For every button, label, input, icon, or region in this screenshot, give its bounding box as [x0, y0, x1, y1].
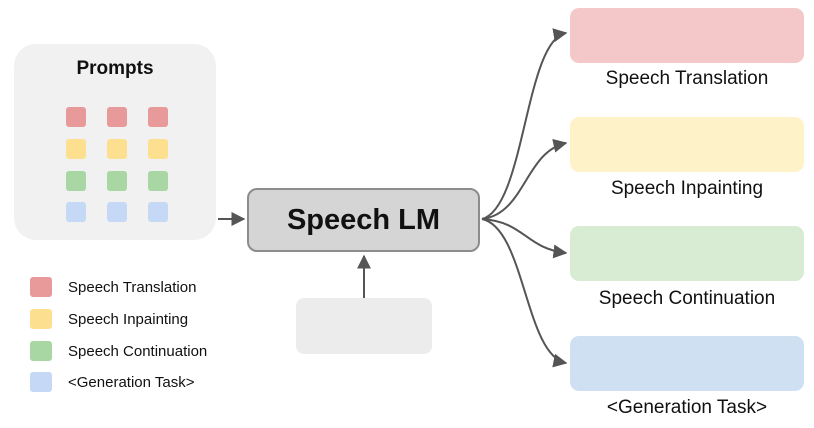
arrow-lm-to-inpainting — [481, 138, 568, 220]
prompt-square-generation-2 — [107, 202, 127, 222]
legend-label-inpainting: Speech Inpainting — [68, 311, 189, 328]
prompt-square-inpainting-1 — [66, 139, 86, 159]
prompts-title: Prompts — [76, 58, 154, 79]
arrow-lm-to-continuation — [481, 218, 568, 259]
legend-label-generation: <Generation Task> — [68, 374, 195, 391]
prompt-square-continuation-3 — [148, 171, 168, 191]
prompt-square-translation-1 — [66, 107, 86, 127]
output-label-translation: Speech Translation — [605, 68, 769, 89]
speech-lm-label: Speech LM — [286, 203, 441, 236]
legend-swatch-generation — [30, 372, 52, 392]
prompt-square-translation-3 — [148, 107, 168, 127]
output-label-continuation: Speech Continuation — [598, 288, 776, 309]
arrow-lm-to-translation — [481, 28, 568, 220]
prompt-square-inpainting-3 — [148, 139, 168, 159]
output-label-generation: <Generation Task> — [606, 397, 768, 418]
prompt-square-translation-2 — [107, 107, 127, 127]
prompt-square-inpainting-2 — [107, 139, 127, 159]
prompt-square-continuation-1 — [66, 171, 86, 191]
prompt-square-generation-3 — [148, 202, 168, 222]
speech-lm-box: Speech LM — [247, 188, 480, 252]
legend-label-continuation: Speech Continuation — [68, 343, 208, 360]
prompt-square-generation-1 — [66, 202, 86, 222]
output-label-inpainting: Speech Inpainting — [610, 178, 764, 199]
legend-swatch-inpainting — [30, 309, 52, 329]
legend-swatch-continuation — [30, 341, 52, 361]
arrow-lm-to-generation — [481, 218, 568, 368]
legend-label-translation: Speech Translation — [68, 279, 197, 296]
prompt-square-continuation-2 — [107, 171, 127, 191]
legend-swatch-translation — [30, 277, 52, 297]
